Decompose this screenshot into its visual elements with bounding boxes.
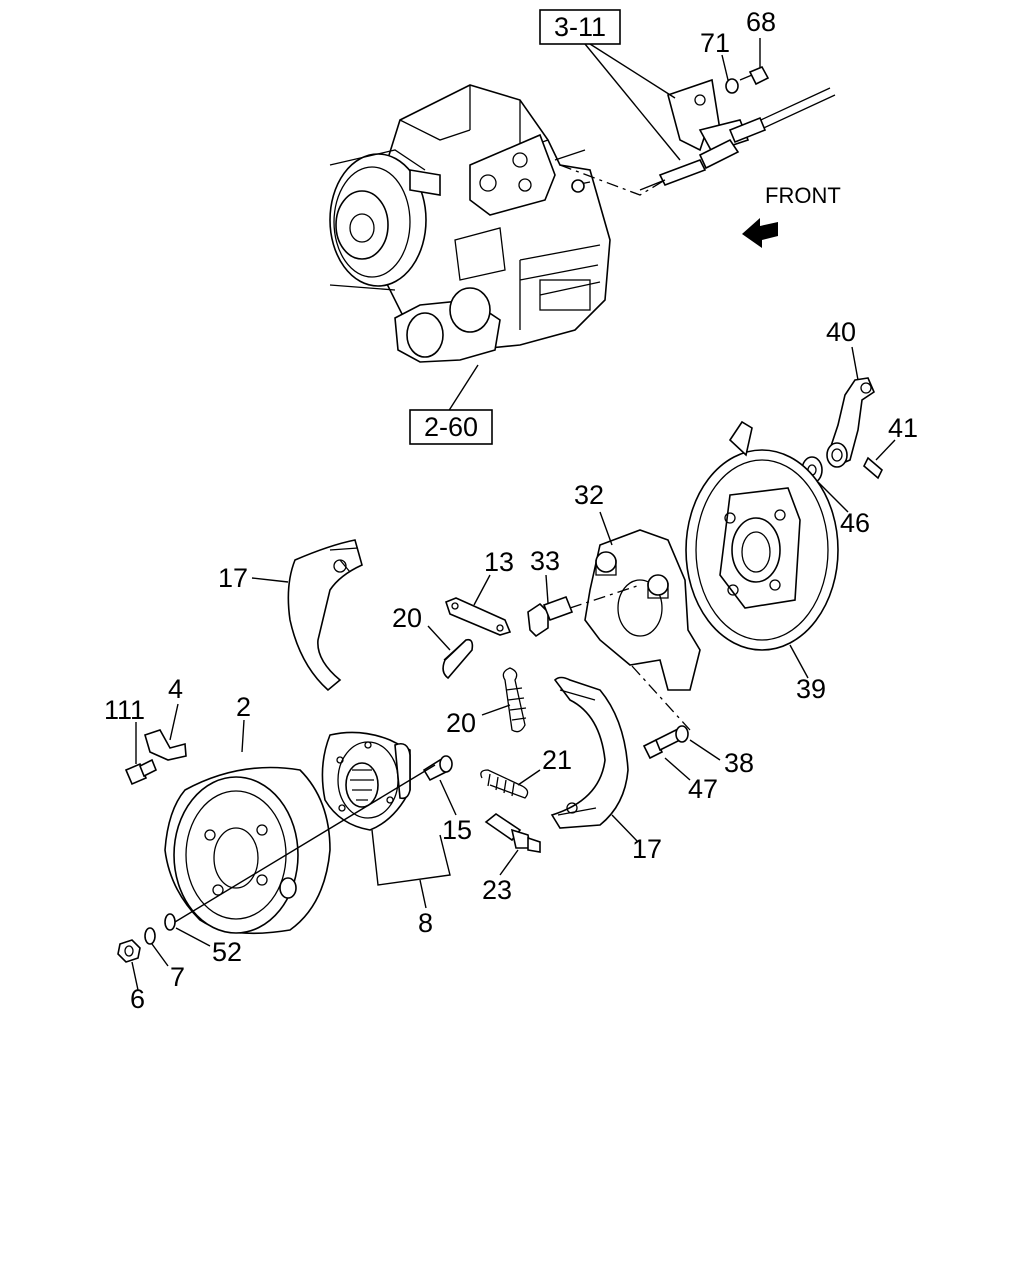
callout-39: 39	[796, 674, 826, 704]
brake-shoe-17-lower	[550, 676, 629, 829]
callout-52: 52	[212, 937, 242, 967]
callout-46: 46	[840, 508, 870, 538]
front-arrow-icon	[742, 218, 778, 248]
bolt-111	[124, 758, 158, 786]
washer-71	[725, 78, 739, 94]
spring-20-upper	[442, 638, 474, 680]
ref-label-2-60: 2-60	[424, 412, 478, 442]
backing-plate-39	[685, 420, 839, 651]
callout-2: 2	[236, 692, 251, 722]
callout-47: 47	[688, 774, 718, 804]
callout-32: 32	[574, 480, 604, 510]
washer-7	[144, 927, 156, 945]
callout-71: 71	[700, 28, 730, 58]
callout-40: 40	[826, 317, 856, 347]
adjuster-23	[484, 813, 541, 853]
callout-41: 41	[888, 413, 918, 443]
callout-4: 4	[168, 674, 183, 704]
washer-38	[675, 725, 689, 743]
ref-label-3-11: 3-11	[554, 12, 606, 42]
callout-6: 6	[130, 984, 145, 1014]
callout-68: 68	[746, 7, 776, 37]
brake-drum-2	[164, 766, 331, 935]
front-label: FRONT	[765, 183, 841, 208]
callout-7: 7	[170, 962, 185, 992]
pin-41	[863, 456, 883, 480]
callout-13: 13	[484, 547, 514, 577]
washer-52	[164, 913, 176, 931]
anchor-plate-32	[584, 529, 701, 691]
bracket-4	[144, 729, 187, 761]
flange-8	[321, 731, 411, 831]
callout-17-lower: 17	[632, 834, 662, 864]
bolt-68	[739, 65, 770, 86]
callout-23: 23	[482, 875, 512, 905]
callout-8: 8	[418, 908, 433, 938]
cable-bracket	[639, 78, 836, 191]
spring-20-lower	[502, 667, 527, 733]
callout-33: 33	[530, 546, 560, 576]
bolt-47	[642, 728, 682, 760]
callout-21: 21	[542, 745, 572, 775]
strut-13	[445, 597, 512, 636]
callout-17-upper: 17	[218, 563, 248, 593]
ref-box-3-11[interactable]	[539, 9, 621, 45]
callout-111: 111	[104, 695, 145, 725]
callout-15: 15	[442, 815, 472, 845]
brake-shoe-17-upper	[287, 539, 363, 692]
lever-40	[826, 377, 875, 468]
bolt-15	[422, 755, 453, 782]
callout-38: 38	[724, 748, 754, 778]
transmission-assembly	[329, 84, 611, 363]
callout-20-lower: 20	[446, 708, 476, 738]
ref-box-2-60[interactable]	[409, 409, 493, 445]
adjuster-33	[527, 595, 574, 638]
nut-6	[117, 939, 141, 963]
spring-21	[480, 769, 529, 799]
callout-20-upper: 20	[392, 603, 422, 633]
